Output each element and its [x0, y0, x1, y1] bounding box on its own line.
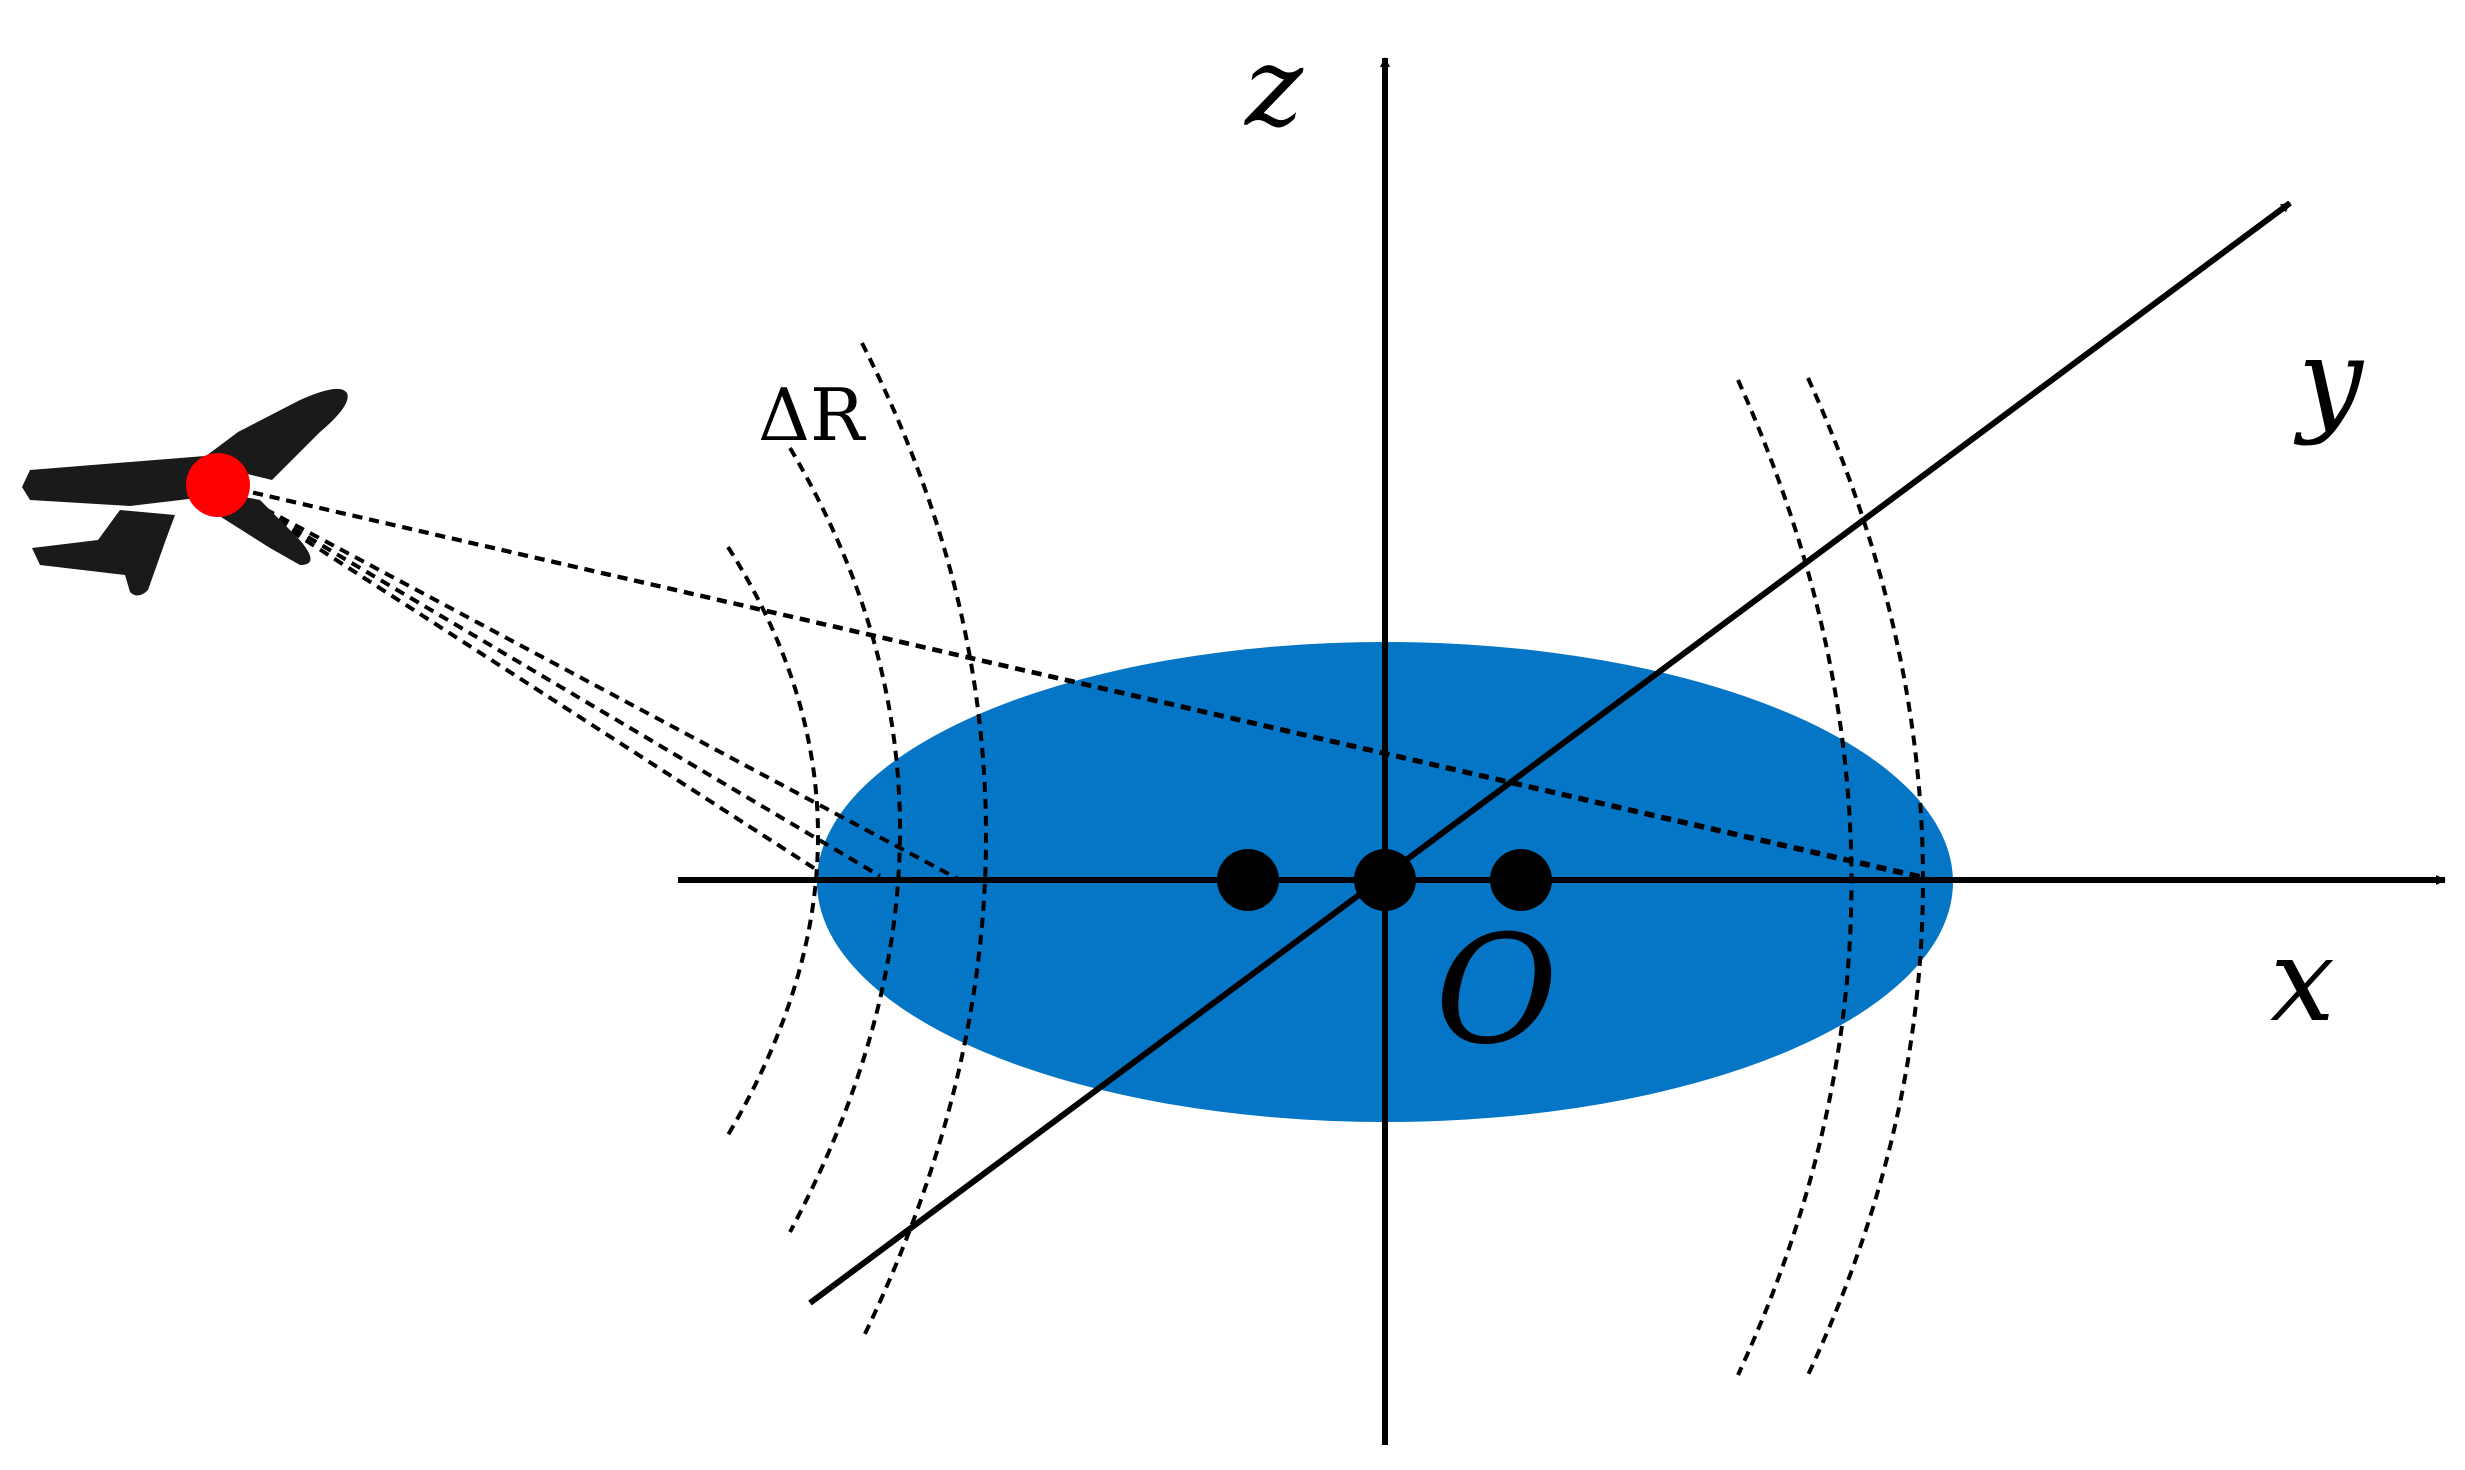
z-axis-label: z — [1243, 23, 1304, 151]
coordinate-axes — [678, 57, 2446, 1445]
airplane-icon — [22, 388, 348, 596]
scatterer-points — [1217, 849, 1552, 911]
scatterer-point-origin — [1354, 849, 1416, 911]
sight-ray — [219, 483, 1931, 882]
scatterer-point — [1490, 849, 1552, 911]
range-arc — [726, 545, 820, 1137]
y-axis-line — [808, 200, 2292, 1306]
range-arc — [788, 446, 902, 1233]
sight-ray — [218, 483, 822, 874]
y-axis-label: y — [2293, 314, 2365, 448]
range-resolution-label: ΔR — [758, 373, 866, 457]
airplane-tail — [32, 510, 175, 596]
sight-ray — [219, 483, 961, 882]
range-arc — [860, 342, 988, 1341]
range-arcs-left — [726, 342, 988, 1341]
scatterer-point — [1217, 849, 1279, 911]
airplane-fuselage — [22, 455, 233, 506]
origin-label: O — [1435, 904, 1558, 1078]
x-axis-label: x — [2270, 914, 2335, 1048]
line-of-sight-rays — [218, 483, 1931, 882]
red-dot-marker — [186, 453, 250, 517]
sight-ray — [218, 483, 882, 878]
airplane-wing — [198, 388, 348, 480]
